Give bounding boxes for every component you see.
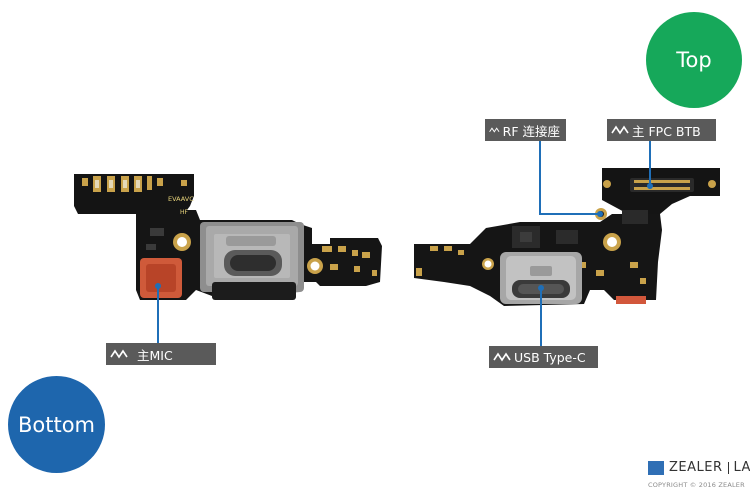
right-board <box>414 168 720 306</box>
left-board-hf: HF <box>180 209 189 216</box>
brand-lab: LAB <box>733 460 750 475</box>
callout-usb-typec: USB Type-C <box>489 346 598 368</box>
callout-rf-label: RF 连接座 <box>502 123 560 139</box>
brand-name: ZEALER <box>669 460 723 475</box>
zigzag-icon <box>493 352 511 362</box>
left-board-code: EVAAVC <box>168 195 194 203</box>
top-side-label: Top <box>676 48 712 72</box>
leader-lines <box>157 141 651 346</box>
zealer-logo-icon <box>648 460 664 475</box>
callout-rf-connector: RF 连接座 <box>485 119 566 141</box>
callout-fpc-btb: 主 FPC BTB <box>607 119 716 141</box>
zealer-lab-logo: ZEALER LAB <box>648 460 750 475</box>
copyright-text: COPYRIGHT © 2016 ZEALER <box>648 481 745 489</box>
callout-usb-label: USB Type-C <box>514 349 586 365</box>
callout-fpc-label: 主 FPC BTB <box>632 123 701 139</box>
zigzag-icon <box>489 127 500 133</box>
top-side-badge: Top <box>646 12 742 108</box>
bottom-side-badge: Bottom <box>8 376 105 473</box>
zigzag-icon <box>110 349 128 359</box>
callout-main-mic: 主MIC <box>106 343 216 365</box>
bottom-side-label: Bottom <box>17 412 96 437</box>
callout-mic-label: 主MIC <box>137 347 173 363</box>
zigzag-icon <box>611 125 629 135</box>
brand-divider <box>727 461 729 474</box>
left-board: EVAAVC HF <box>74 174 382 300</box>
